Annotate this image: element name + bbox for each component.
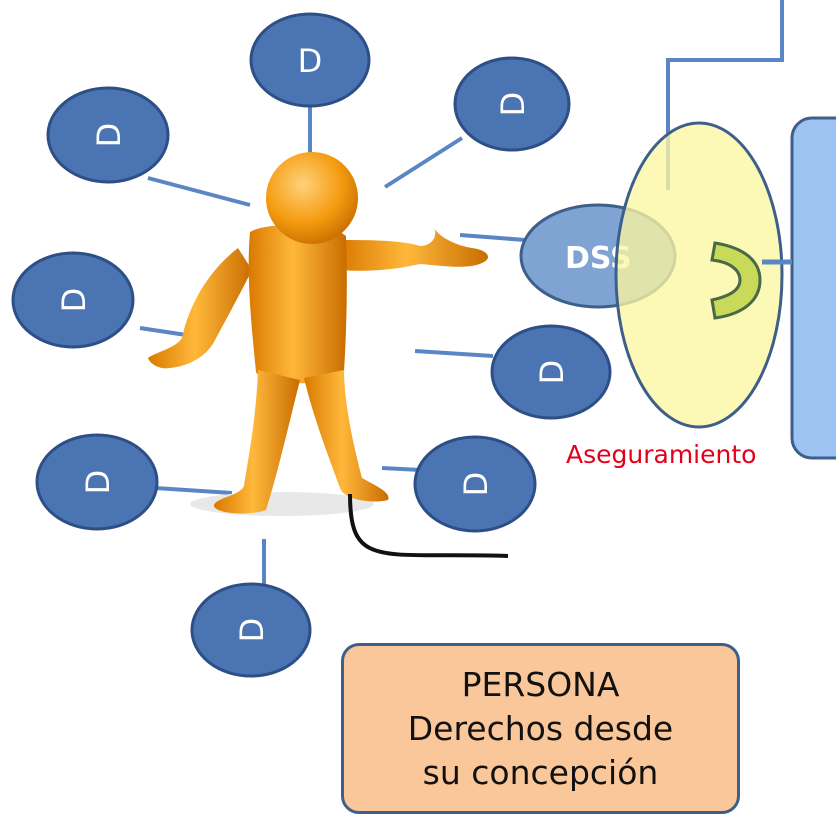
svg-text:D: D <box>55 288 93 313</box>
circle-d-bottom-right: D <box>413 435 537 533</box>
circle-d-bottom-left: D <box>35 433 159 531</box>
persona-line2: Derechos desde <box>407 708 674 748</box>
connector-right <box>414 349 494 358</box>
circle-d-bottom: D <box>190 582 312 678</box>
persona-pointer <box>348 493 509 558</box>
svg-text:D: D <box>90 123 128 148</box>
svg-text:D: D <box>298 42 323 80</box>
info-panel <box>790 116 836 460</box>
svg-text:D: D <box>533 360 571 385</box>
persona-box: PERSONA Derechos desde su concepción <box>341 643 740 814</box>
svg-text:D: D <box>233 618 271 643</box>
connector-to-top <box>666 0 784 190</box>
connector-top-right <box>383 136 464 189</box>
persona-line3: su concepción <box>422 752 659 792</box>
connector-dss <box>459 233 526 242</box>
circle-d-top: D <box>249 12 371 108</box>
connector-top-left <box>147 176 251 207</box>
persona-title: PERSONA <box>461 664 620 704</box>
shield-cap-icon <box>710 241 762 320</box>
svg-text:D: D <box>457 472 495 497</box>
right-circles: D D D D D D D D <box>11 12 612 678</box>
assurance-label: Aseguramiento <box>566 440 757 469</box>
svg-text:D: D <box>79 470 117 495</box>
person-figure-icon <box>148 152 488 516</box>
svg-text:D: D <box>494 92 532 117</box>
circle-d-top-left: D <box>46 86 170 184</box>
circle-d-left: D <box>11 251 135 349</box>
assurance-ellipse <box>614 121 784 429</box>
circle-d-top-right: D <box>453 56 571 152</box>
circle-d-right: D <box>490 324 612 420</box>
